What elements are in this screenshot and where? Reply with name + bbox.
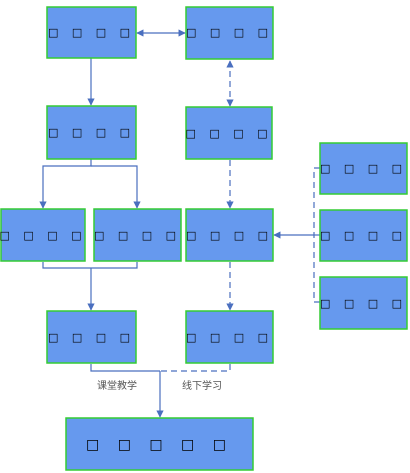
edge-lowright-to-bottom: [160, 364, 231, 372]
edge-label-left: 课堂教学: [97, 379, 137, 392]
node-top-right: □ □ □ □: [185, 6, 274, 60]
edge-split-merge-right: [91, 262, 138, 269]
edge-midleft-split-right: [91, 165, 141, 209]
node-split-left: □ □ □ □: [0, 208, 87, 262]
node-top-left-label: □ □ □ □: [48, 26, 135, 39]
edge-midleft-split: [39, 159, 92, 209]
edges: [39, 29, 320, 418]
edge-lowleft-to-bottom: [90, 364, 160, 372]
node-side-3-label: □ □ □ □: [320, 297, 407, 310]
node-center-right: □ □ □ □: [185, 208, 274, 262]
node-top-right-label: □ □ □ □: [186, 26, 273, 39]
node-side-3: □ □ □ □: [319, 276, 408, 330]
node-center-right-label: □ □ □ □: [186, 229, 273, 242]
node-mid-right: □ □ □ □: [185, 106, 273, 160]
node-bottom: □ □ □ □ □: [65, 417, 254, 471]
node-split-right: □ □ □ □: [93, 208, 182, 262]
node-low-left: □ □ □ □: [46, 310, 137, 364]
node-side-1-label: □ □ □ □: [320, 162, 407, 175]
node-mid-left-label: □ □ □ □: [48, 126, 135, 139]
node-side-2: □ □ □ □: [319, 209, 408, 262]
node-bottom-label: □ □ □ □ □: [86, 437, 233, 453]
node-side-1: □ □ □ □: [319, 142, 408, 195]
node-low-left-label: □ □ □ □: [48, 331, 135, 344]
node-mid-left: □ □ □ □: [46, 105, 137, 160]
edge-label-right: 线下学习: [182, 379, 222, 392]
node-top-left: □ □ □ □: [46, 6, 137, 59]
node-split-right-label: □ □ □ □: [94, 229, 181, 242]
node-side-2-label: □ □ □ □: [320, 229, 407, 242]
node-low-right-label: □ □ □ □: [186, 331, 273, 344]
edge-split-merge-left: [42, 262, 91, 269]
node-mid-right-label: □ □ □ □: [185, 127, 272, 140]
node-split-left-label: □ □ □ □: [0, 229, 87, 242]
node-low-right: □ □ □ □: [185, 310, 274, 364]
